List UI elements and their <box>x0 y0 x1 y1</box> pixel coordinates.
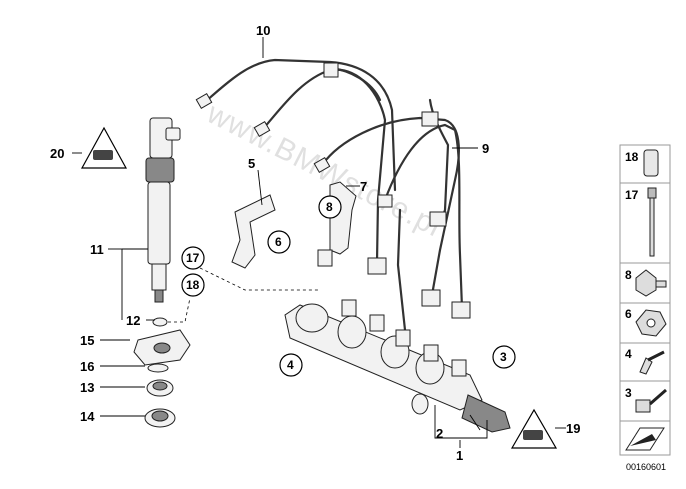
nut-icon <box>635 309 667 337</box>
callout-4: 4 <box>287 358 294 372</box>
legend-item-8: 8 <box>625 268 632 282</box>
callout-7: 7 <box>360 179 367 194</box>
callout-1: 1 <box>456 448 463 463</box>
arrow-icon <box>625 427 665 451</box>
leader-lines <box>72 37 566 448</box>
sleeve-icon <box>643 149 659 177</box>
legend-column: 18 17 8 6 4 3 <box>619 144 671 456</box>
callout-16: 16 <box>80 359 94 374</box>
callout-9: 9 <box>482 141 489 156</box>
callout-6: 6 <box>275 235 282 249</box>
callout-2: 2 <box>436 426 443 441</box>
legend-item-3: 3 <box>625 386 632 400</box>
callout-11: 11 <box>90 242 104 257</box>
callout-20: 20 <box>50 146 64 161</box>
callout-5: 5 <box>248 156 255 171</box>
collar-screw-icon <box>635 269 667 297</box>
injection-pipes <box>195 58 471 332</box>
fuel-rail <box>284 299 511 433</box>
callout-19: 19 <box>566 421 580 436</box>
seal-parts <box>133 317 191 428</box>
legend-item-6: 6 <box>625 307 632 321</box>
callout-14: 14 <box>80 409 95 424</box>
callout-10: 10 <box>256 23 270 38</box>
warning-triangle-right <box>510 408 558 449</box>
legend-item-18: 18 <box>625 150 639 164</box>
callout-15: 15 <box>80 333 94 348</box>
legend-item-17: 17 <box>625 188 639 202</box>
part-number: 00160601 <box>626 462 666 472</box>
callout-18: 18 <box>186 278 200 292</box>
circled-callouts <box>181 195 516 377</box>
legend-item-4: 4 <box>625 347 632 361</box>
injector <box>145 117 181 303</box>
callout-17: 17 <box>186 251 200 265</box>
callout-3: 3 <box>500 350 507 364</box>
callout-13: 13 <box>80 380 94 395</box>
warning-triangle-left <box>80 126 128 169</box>
bracket <box>231 181 357 269</box>
stud-bolt-icon <box>647 187 657 257</box>
callout-8: 8 <box>326 200 333 214</box>
callout-12: 12 <box>126 313 140 328</box>
bolt-icon <box>639 350 665 375</box>
screw-icon <box>635 388 667 413</box>
